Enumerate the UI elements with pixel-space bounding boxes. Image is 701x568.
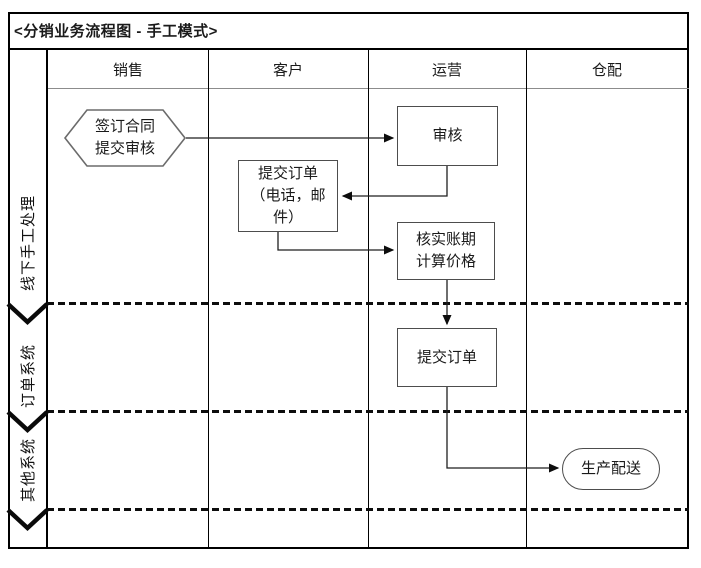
divider-operations-warehouse	[526, 50, 527, 549]
node-review: 审核	[397, 106, 498, 166]
node-sign-contract: 签订合同 提交审核	[94, 118, 155, 157]
phase-divider-2	[47, 410, 689, 413]
node-production-delivery: 生产配送	[562, 448, 660, 490]
node-verify-terms: 核实账期 计算价格	[397, 222, 495, 280]
phase-label-other-system: 其他系统	[20, 438, 37, 503]
lane-header-operations: 运营	[431, 62, 462, 79]
phase-divider-3	[47, 508, 689, 511]
phase-label-order-system: 订单系统	[20, 344, 37, 409]
lane-header-customer: 客户	[272, 62, 303, 79]
phase-label-offline-manual: 线下手工处理	[20, 195, 37, 292]
divider-sidebar	[46, 50, 48, 549]
lane-header-sales: 销售	[112, 62, 143, 79]
divider-sales-customer	[208, 50, 209, 549]
node-submit-order-system: 提交订单	[397, 328, 497, 387]
divider-customer-operations	[368, 50, 369, 549]
phase-divider-1	[47, 302, 689, 305]
diagram-title: <分销业务流程图 - 手工模式>	[8, 12, 689, 50]
lane-header-warehouse: 仓配	[591, 62, 622, 79]
node-submit-order-manual: 提交订单 （电话，邮 件）	[238, 160, 338, 232]
